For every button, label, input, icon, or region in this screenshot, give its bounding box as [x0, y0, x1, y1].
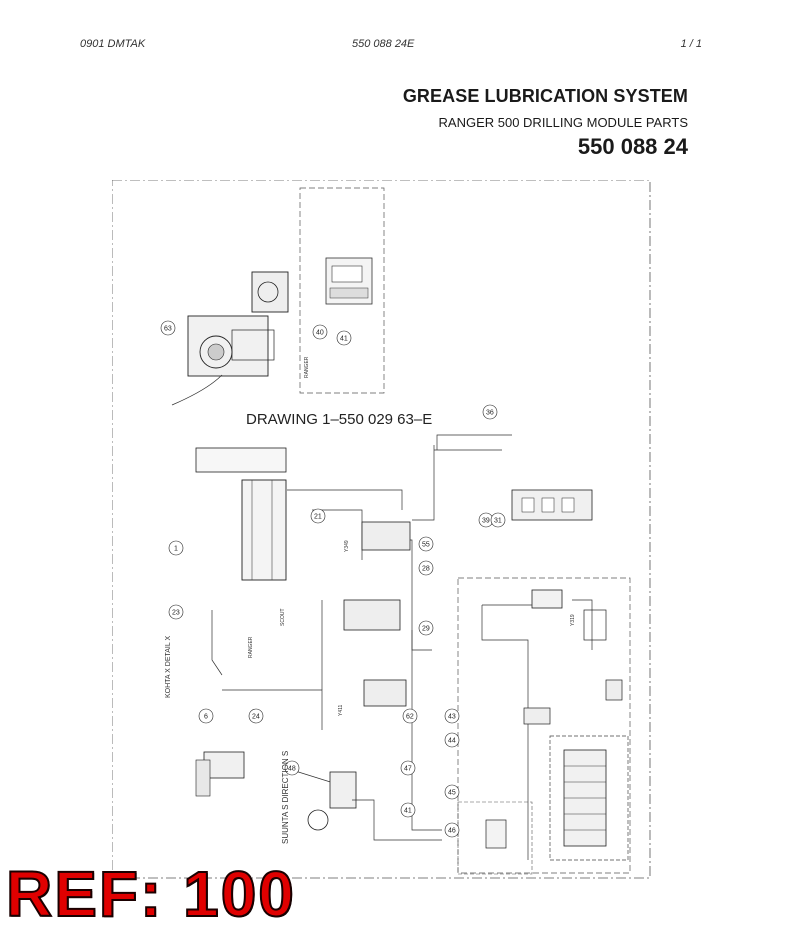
label-y349: Y349 [344, 540, 350, 552]
callout-44: 44 [448, 738, 456, 745]
schematic-drawing: 63 40 41 1 23 21 24 6 55 28 29 62 43 41 … [111, 179, 652, 880]
callout-31: 31 [494, 518, 502, 525]
header-page-count: 1 / 1 [680, 38, 702, 50]
label-direction-s: SUUNTA S DIRECTION S [281, 751, 290, 844]
part-number: 550 088 24 [577, 134, 688, 159]
callout-63: 63 [164, 326, 172, 333]
label-y319: Y319 [570, 614, 576, 626]
callout-28: 28 [422, 566, 430, 573]
header-doc-number: 550 088 24E [352, 38, 415, 50]
document-title: GREASE LUBRICATION SYSTEM [402, 86, 688, 106]
callout-62: 62 [406, 714, 414, 721]
callout-24: 24 [252, 714, 260, 721]
callout-55: 55 [422, 542, 430, 549]
callout-45: 45 [448, 790, 456, 797]
callout-6: 6 [204, 714, 208, 721]
drawing-reference-label: DRAWING 1–550 029 63–E [246, 411, 433, 428]
callout-43: 43 [448, 714, 456, 721]
callout-40: 40 [316, 330, 324, 337]
reference-stamp: REF: 100 [5, 858, 296, 930]
callout-41-top: 41 [340, 336, 348, 343]
document-subtitle: RANGER 500 DRILLING MODULE PARTS [438, 115, 688, 130]
schematic-svg: 63 40 41 1 23 21 24 6 55 28 29 62 43 41 … [111, 179, 651, 879]
header-doc-code: 0901 DMTAK [80, 38, 146, 50]
callout-23: 23 [172, 610, 180, 617]
label-ranger: RANGER [248, 636, 254, 658]
callout-1: 1 [174, 546, 178, 553]
callout-46: 46 [448, 828, 456, 835]
callout-39: 39 [482, 518, 490, 525]
label-detail-x: KOHTA X DETAIL X [165, 636, 172, 698]
callout-48: 48 [288, 766, 296, 773]
label-scout: SCOUT [280, 609, 286, 627]
label-y411: Y411 [338, 704, 344, 716]
callout-36: 36 [486, 410, 494, 417]
callout-29: 29 [422, 626, 430, 633]
callout-47: 47 [404, 766, 412, 773]
callout-41: 41 [404, 808, 412, 815]
label-ranger-panel: RANGER [304, 356, 310, 378]
callout-21: 21 [314, 514, 322, 521]
callout-bubbles: 63 40 41 1 23 21 24 6 55 28 29 62 43 41 … [160, 320, 506, 838]
